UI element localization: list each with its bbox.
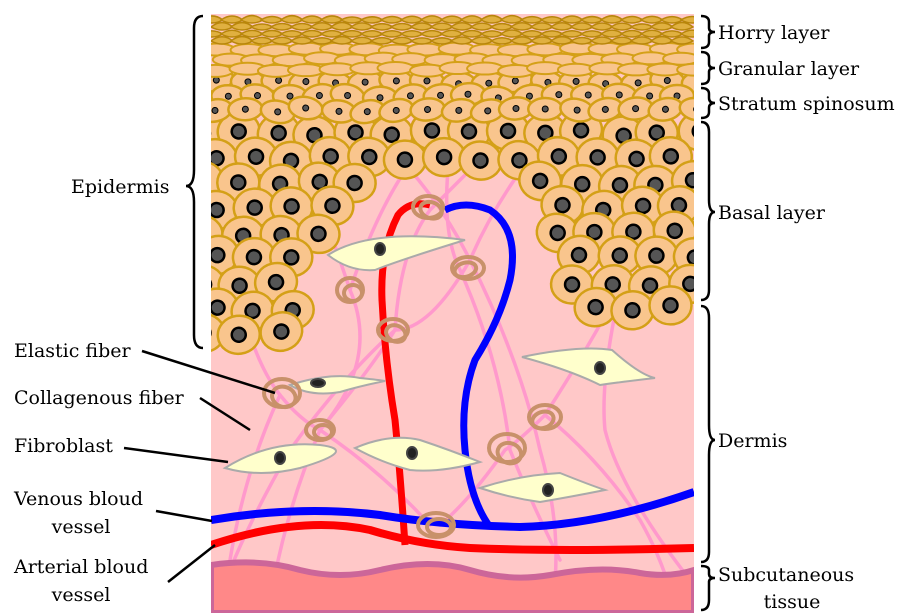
- keratinocyte-cell: [383, 139, 427, 179]
- label-subcutaneous-2: tissue: [764, 591, 821, 613]
- label-granular-layer: Granular layer: [718, 58, 860, 80]
- granular-cell: [197, 65, 233, 77]
- horny-scale: [641, 30, 663, 37]
- horny-scale: [421, 31, 443, 37]
- brace-basal: [701, 122, 715, 300]
- horny-scale: [381, 31, 403, 37]
- leader-arterial: [168, 545, 215, 582]
- horny-scale: [401, 16, 423, 23]
- label-basal-layer: Basal layer: [718, 202, 826, 224]
- horny-scale: [271, 24, 293, 30]
- horny-layer: [201, 16, 703, 44]
- horny-scale: [441, 30, 463, 37]
- keratinocyte-cell: [649, 286, 691, 324]
- granular-cell: [467, 63, 503, 75]
- granular-cell: [558, 64, 594, 76]
- keratinocyte-cell: [610, 290, 654, 331]
- horny-scale: [371, 24, 393, 30]
- label-subcutaneous-1: Subcutaneous: [718, 564, 854, 586]
- horny-scale: [261, 30, 283, 37]
- horny-scale: [341, 31, 363, 37]
- horny-scale: [311, 38, 333, 44]
- label-collagenous-fiber: Collagenous fiber: [14, 387, 185, 409]
- horny-scale: [541, 17, 563, 23]
- brace-subcutaneous: [701, 566, 715, 610]
- granular-cell: [677, 64, 713, 76]
- horny-scale: [381, 17, 403, 23]
- brace-granular: [701, 52, 715, 84]
- label-venous-2: vessel: [51, 516, 111, 538]
- horny-scale: [621, 16, 643, 23]
- horny-scale: [521, 17, 543, 23]
- subcutaneous-tissue: [211, 562, 694, 613]
- horny-scale: [361, 31, 383, 37]
- horny-scale: [301, 30, 323, 37]
- horny-scale: [581, 17, 603, 23]
- label-venous-1: Venous bloud: [13, 488, 143, 510]
- horny-scale: [321, 31, 343, 37]
- horny-scale: [251, 37, 273, 44]
- horny-scale: [401, 31, 423, 37]
- keratinocyte-cell: [228, 98, 263, 121]
- keratinocyte-cell: [528, 98, 562, 120]
- horny-scale: [281, 31, 303, 37]
- horny-scale: [621, 31, 643, 37]
- horny-scale: [201, 31, 223, 37]
- granular-cell: [288, 64, 324, 76]
- label-dermis: Dermis: [718, 430, 787, 452]
- horny-scale: [581, 31, 603, 37]
- label-epidermis: Epidermis: [71, 176, 169, 198]
- horny-scale: [631, 24, 653, 30]
- label-horny-layer: Horry layer: [718, 22, 830, 44]
- label-stratum-spinosum: Stratum spinosum: [718, 93, 895, 115]
- leader-venous: [156, 511, 212, 521]
- granular-cell: [378, 62, 414, 74]
- label-fibroblast: Fibroblast: [14, 435, 113, 457]
- horny-scale: [571, 37, 593, 44]
- horny-scale: [481, 31, 503, 37]
- brace-epidermis: [186, 16, 203, 348]
- horny-scale: [391, 23, 413, 30]
- horny-scale: [271, 37, 293, 44]
- horny-scale: [431, 38, 453, 44]
- brace-horny: [701, 16, 715, 48]
- label-elastic-fiber: Elastic fiber: [14, 340, 131, 362]
- right-braces: [701, 16, 715, 610]
- horny-scale: [641, 16, 663, 23]
- horny-scale: [361, 17, 383, 23]
- horny-scale: [491, 24, 513, 30]
- horny-scale: [261, 17, 283, 23]
- label-arterial-2: vessel: [51, 584, 111, 606]
- horny-scale: [371, 38, 393, 44]
- brace-dermis: [701, 306, 715, 562]
- brace-spinosum: [701, 88, 715, 118]
- horny-scale: [561, 31, 583, 37]
- horny-scale: [521, 31, 543, 37]
- horny-scale: [291, 24, 313, 30]
- horny-scale: [491, 38, 513, 44]
- label-arterial-1: Arterial bloud: [13, 556, 148, 578]
- horny-scale: [391, 37, 413, 44]
- horny-scale: [461, 30, 483, 37]
